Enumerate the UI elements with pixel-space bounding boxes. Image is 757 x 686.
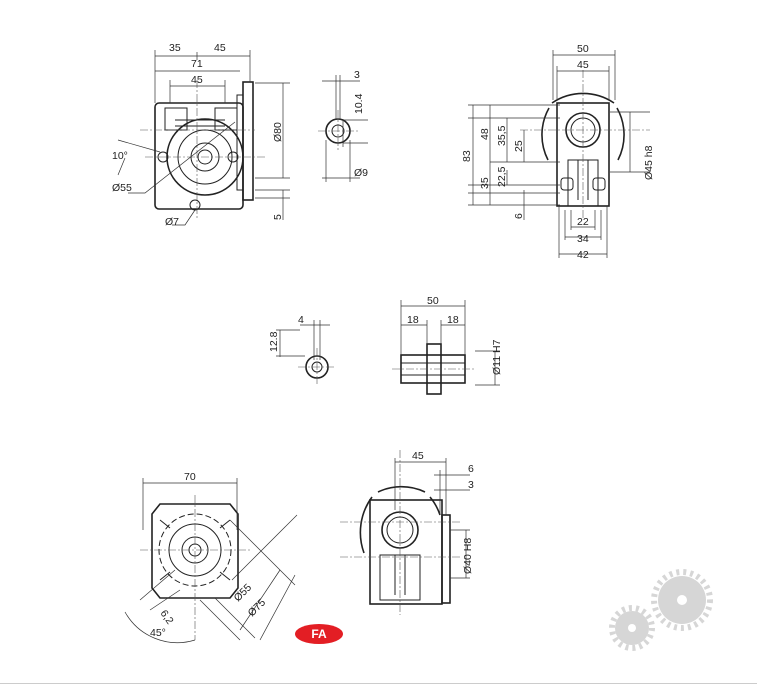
- dim-phi40-h8: Ø40 H8: [462, 538, 474, 574]
- dim-50: 50: [427, 295, 439, 307]
- dim-22-5: 22,5: [496, 166, 508, 187]
- dim-48: 48: [479, 128, 491, 140]
- dim-phi9: Ø9: [354, 167, 368, 179]
- dim-phi55: Ø55: [112, 182, 132, 194]
- view-hollow-shaft: 50 18 18 Ø11 H7: [392, 295, 503, 395]
- dim-6: 6: [468, 463, 474, 475]
- dim-phi75: Ø75: [246, 596, 269, 619]
- view-output-flange: 70 Ø55 Ø75 6,2 45°: [124, 471, 298, 644]
- dim-83: 83: [461, 150, 473, 162]
- view-front-flange: 45 6 3 Ø40 H8: [340, 450, 474, 615]
- fa-badge: FA: [295, 624, 343, 644]
- dim-35: 35: [479, 177, 491, 189]
- view-shaft-section: 3 10.4 Ø9: [318, 69, 368, 182]
- dim-phi45-h8: Ø45 h8: [643, 145, 655, 180]
- dim-45-deg: 45°: [150, 627, 166, 639]
- dim-50: 50: [577, 43, 589, 55]
- dim-45-inner: 45: [191, 74, 203, 86]
- dim-3: 3: [354, 69, 360, 81]
- dim-phi7: Ø7: [165, 216, 179, 228]
- dim-35-5: 35,5: [496, 125, 508, 146]
- dim-42: 42: [577, 249, 589, 261]
- dim-70: 70: [184, 471, 196, 483]
- dim-34: 34: [577, 233, 589, 245]
- dim-angle-10: 10°: [112, 150, 128, 162]
- dim-71: 71: [191, 58, 203, 70]
- dim-45-top: 45: [214, 42, 226, 54]
- dim-5: 5: [272, 214, 284, 220]
- view-bore-section: 4 12.8: [268, 314, 336, 386]
- view-side-housing: 35 45 71 45 Ø80 10° Ø55 Ø7 5: [112, 42, 290, 228]
- dim-25: 25: [513, 140, 525, 152]
- dim-6: 6: [513, 213, 525, 219]
- dim-18-left: 18: [407, 314, 419, 326]
- dim-45: 45: [412, 450, 424, 462]
- dim-35: 35: [169, 42, 181, 54]
- view-front-housing: 50 45 83 48 35 35,5 25 22,5 6 Ø45 h8 22 …: [461, 43, 655, 261]
- dim-45: 45: [577, 59, 589, 71]
- dim-18-right: 18: [447, 314, 459, 326]
- gear-logo-icon: [609, 569, 713, 651]
- dim-4: 4: [298, 314, 304, 326]
- dim-phi11-h7: Ø11 H7: [491, 339, 503, 375]
- dim-6-2: 6,2: [158, 608, 176, 627]
- dim-12-8: 12.8: [268, 331, 280, 352]
- dim-22: 22: [577, 216, 589, 228]
- dim-phi55: Ø55: [232, 581, 255, 604]
- dim-phi80: Ø80: [272, 122, 284, 142]
- dim-3: 3: [468, 479, 474, 491]
- dim-10-4: 10.4: [353, 93, 365, 114]
- bottom-divider: [0, 683, 757, 684]
